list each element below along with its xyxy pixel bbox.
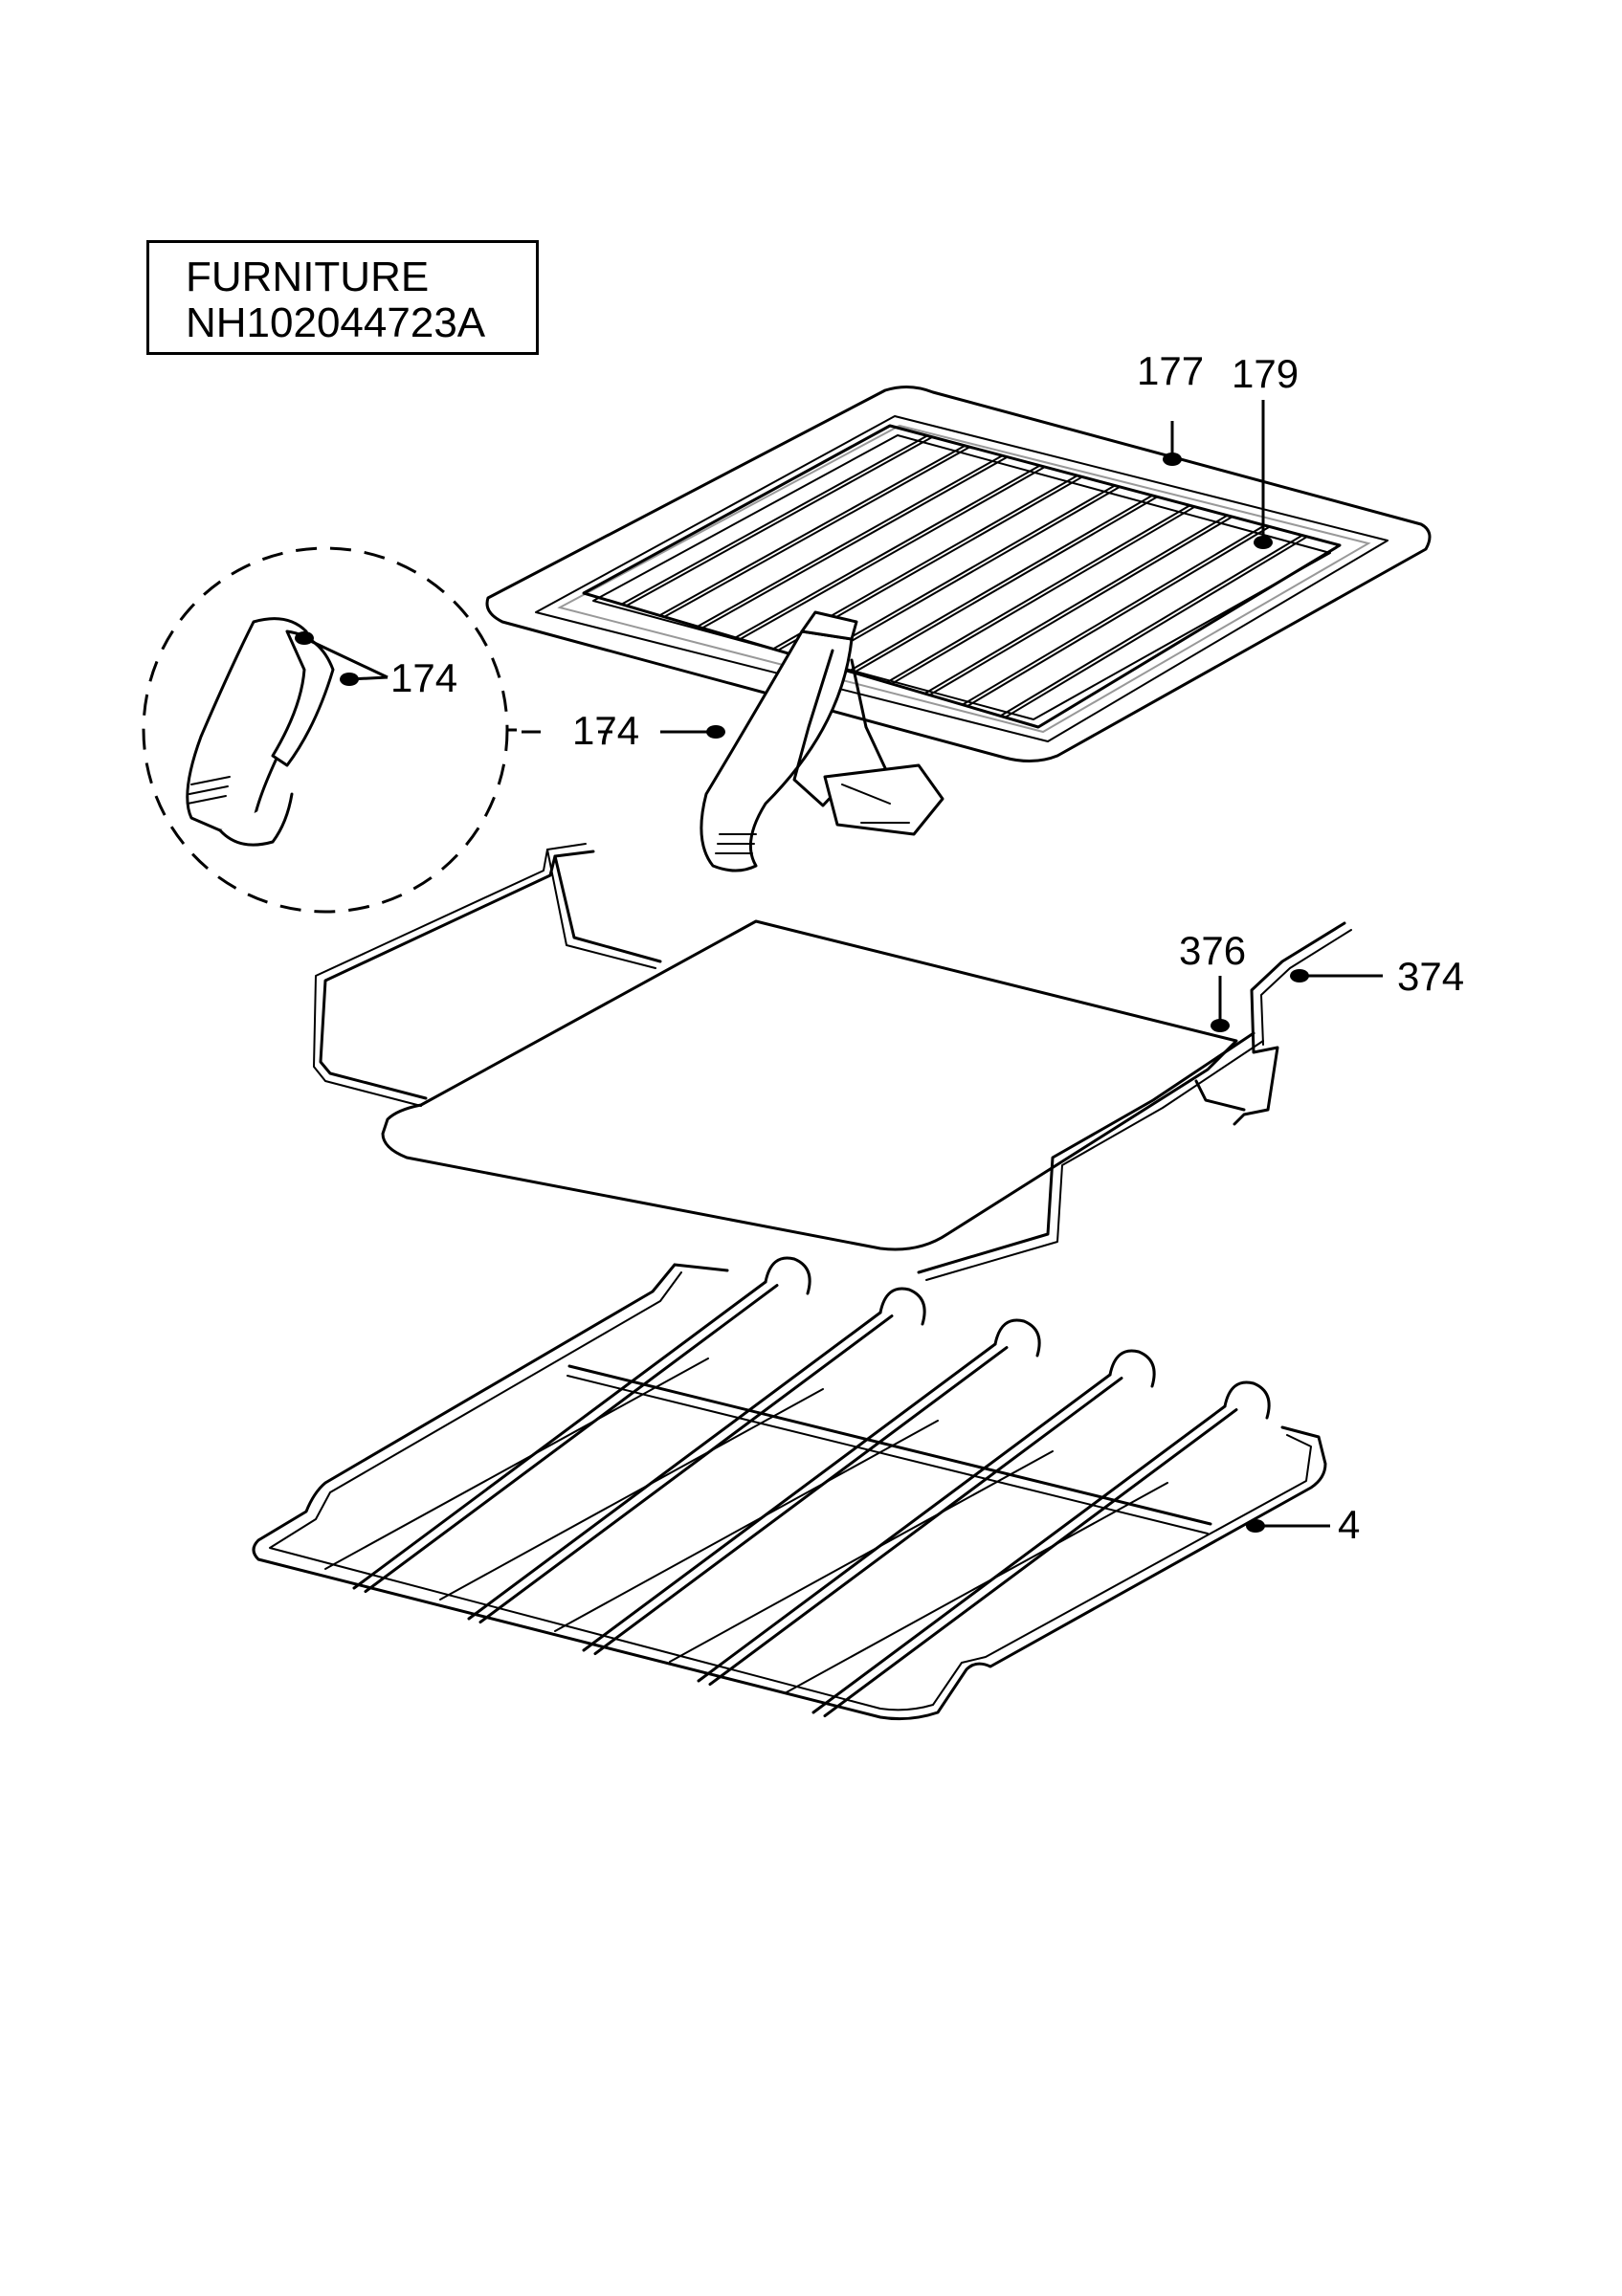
callout-dot-174-detail-a xyxy=(295,631,314,645)
rack-bar xyxy=(928,516,1233,696)
shelf-bar xyxy=(352,1280,767,1590)
shelf-bar-hook xyxy=(1108,1349,1156,1388)
shelf-bar xyxy=(364,1284,779,1594)
shelf-bar xyxy=(582,1342,997,1652)
callout-dot-376 xyxy=(1211,1019,1230,1032)
detail-view-174 xyxy=(142,546,517,914)
rack-bar xyxy=(852,496,1158,674)
callout-labels: 177 179 174 174 376 374 4 xyxy=(390,348,1464,1547)
callout-174-detail: 174 xyxy=(390,655,457,700)
shelf-bar-hook xyxy=(878,1287,926,1326)
rack-bar xyxy=(625,436,933,607)
shelf-bar xyxy=(669,1450,1054,1663)
rack-bar xyxy=(696,454,1004,628)
rack-bar xyxy=(620,434,929,606)
callout-179: 179 xyxy=(1232,351,1299,396)
rack-bar xyxy=(961,524,1266,706)
diagram-title: FURNITURE xyxy=(186,254,430,300)
rack-bar xyxy=(890,505,1196,685)
callout-376: 376 xyxy=(1179,928,1246,973)
rack-bar xyxy=(734,464,1041,639)
shelf-bar-hook xyxy=(1223,1380,1271,1420)
rack-bar xyxy=(658,444,967,617)
title-box: FURNITURE NH102044723A xyxy=(146,240,539,355)
callout-374: 374 xyxy=(1397,954,1464,999)
shelf-bar xyxy=(784,1482,1168,1694)
baking-tray-376 xyxy=(381,919,1238,1251)
rack-bar xyxy=(848,494,1154,673)
shelf-bar-hook xyxy=(993,1318,1041,1358)
rack-bar xyxy=(966,525,1271,708)
shelf-bar xyxy=(439,1388,824,1601)
diagram-part-number: NH102044723A xyxy=(186,299,486,346)
shelf-bar xyxy=(823,1408,1238,1718)
telescopic-runner-374 xyxy=(313,843,1352,1281)
rack-bar xyxy=(700,455,1009,629)
callout-dot-374 xyxy=(1290,969,1309,982)
callout-177: 177 xyxy=(1137,348,1204,393)
shelf-bar xyxy=(811,1404,1227,1714)
rack-bar xyxy=(739,466,1046,641)
shelf-bar xyxy=(554,1420,939,1632)
shelf-bar xyxy=(697,1373,1112,1683)
shelf-bar xyxy=(324,1358,709,1570)
callout-dot-4 xyxy=(1246,1519,1265,1533)
rack-bar xyxy=(1004,536,1308,718)
shelf-bar-hook xyxy=(764,1256,811,1295)
callout-dot-179 xyxy=(1254,536,1273,549)
callout-4: 4 xyxy=(1338,1502,1360,1547)
leader-lines xyxy=(295,400,1383,1533)
oven-shelf-4 xyxy=(252,1256,1327,1721)
shelf-bar xyxy=(708,1377,1123,1687)
rack-bar xyxy=(923,514,1229,695)
rack-bar xyxy=(810,484,1116,661)
rack-bar xyxy=(999,534,1303,718)
rack-bar xyxy=(885,504,1191,684)
callout-dot-174-main xyxy=(706,725,725,739)
callout-dot-177 xyxy=(1163,453,1182,466)
grill-pan-177 xyxy=(485,386,1432,762)
callout-174-main: 174 xyxy=(572,708,639,753)
shelf-bar xyxy=(478,1314,894,1624)
shelf-bar xyxy=(593,1346,1009,1656)
rack-bar xyxy=(662,446,971,618)
callout-dot-174-detail-b xyxy=(340,673,359,686)
handle-174 xyxy=(700,610,944,872)
shelf-bar xyxy=(467,1311,882,1621)
rack-bar xyxy=(814,486,1121,663)
